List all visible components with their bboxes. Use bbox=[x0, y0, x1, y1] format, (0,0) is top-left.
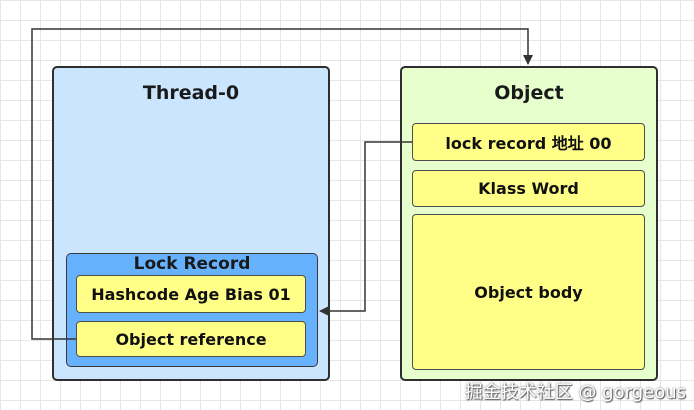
hashcode-age-bias-cell: Hashcode Age Bias 01 bbox=[76, 275, 306, 313]
watermark-text: 掘金技术社区 @ gorgeous bbox=[464, 382, 686, 403]
lock-record-address-cell: lock record 地址 00 bbox=[412, 123, 645, 161]
object-reference-cell: Object reference bbox=[76, 321, 306, 357]
lock-record-address-arrow bbox=[319, 141, 412, 316]
klass-word-cell: Klass Word bbox=[412, 170, 645, 207]
thread-0-title: Thread-0 bbox=[142, 82, 240, 104]
object-title: Object bbox=[494, 82, 564, 104]
object-reference-arrow bbox=[31, 28, 533, 340]
lock-record-title: Lock Record bbox=[133, 254, 251, 274]
object-body-cell: Object body bbox=[412, 214, 645, 370]
